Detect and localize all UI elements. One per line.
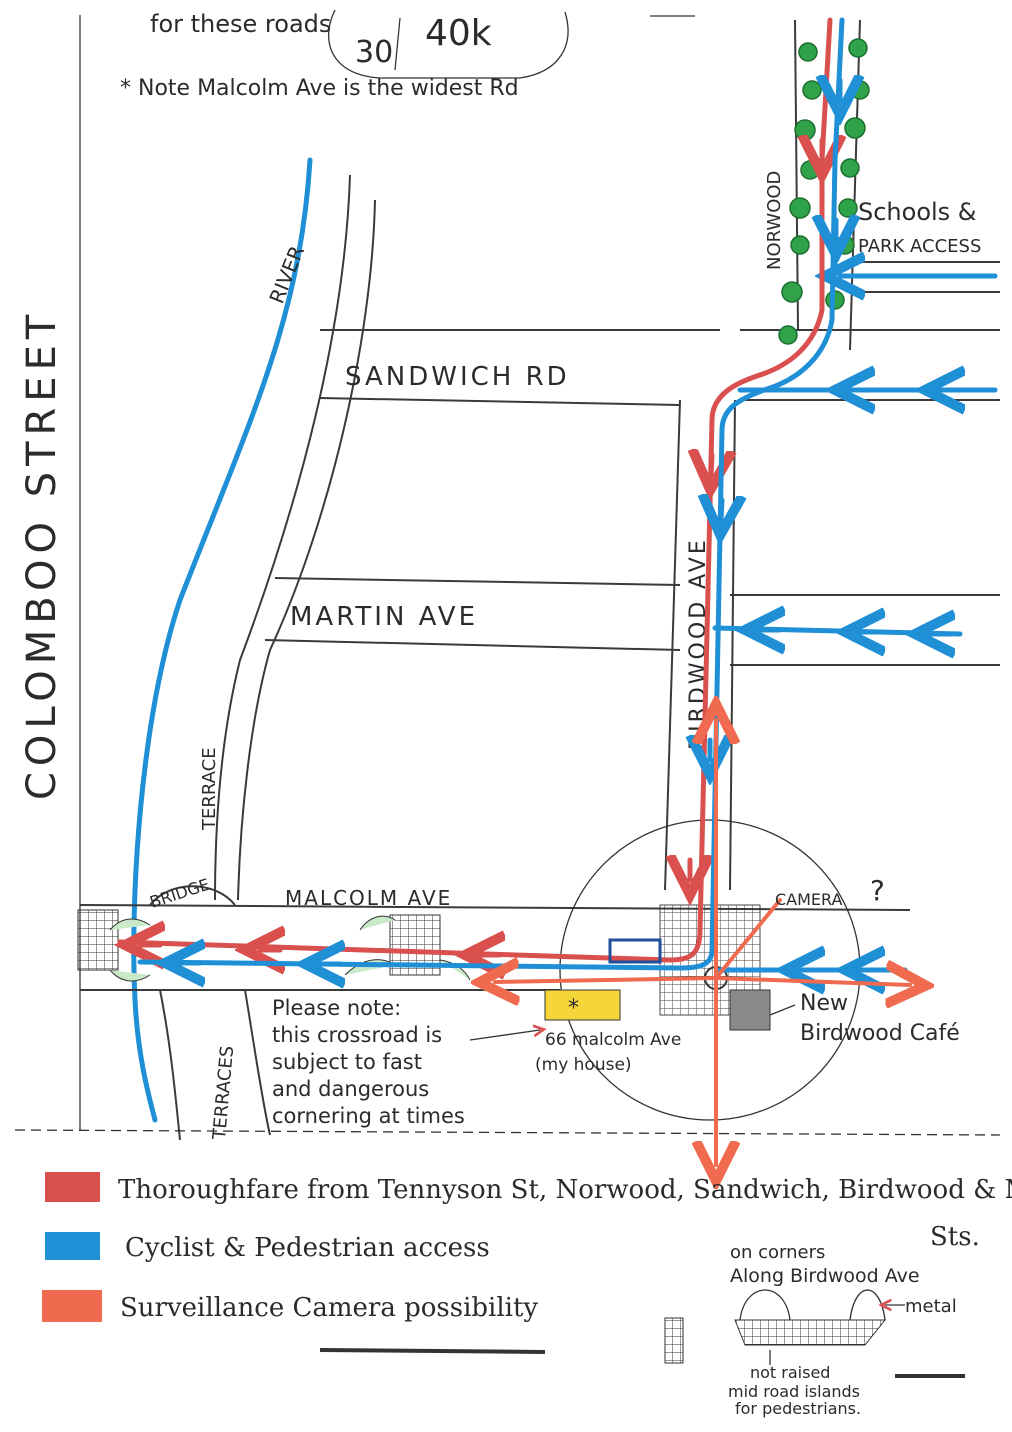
thoroughfare-route (117, 17, 833, 963)
sandwich-rd-label: SANDWICH RD (345, 362, 570, 392)
note-pointer (469, 1030, 540, 1041)
kerb-island (109, 969, 151, 982)
map-header: for these roads 30 40k * Note Malcolm Av… (79, 9, 695, 1130)
camera-question-mark: ? (870, 874, 885, 907)
tree-icon (800, 160, 820, 180)
blue-arrow (721, 500, 722, 520)
park-access-label: PARK ACCESS (858, 236, 981, 257)
river-line (131, 157, 313, 1123)
tree-icon (790, 235, 810, 255)
legend-thoroughfare-label: Thoroughfare from Tennyson St, Norwood, … (118, 1175, 1012, 1205)
legend-thoroughfare-label-cont: Sts. (930, 1222, 980, 1252)
tree-icon (794, 119, 816, 141)
legend-divider (14, 1129, 1001, 1136)
terrace-road-right-edge (237, 199, 376, 901)
legend-underline (319, 1348, 546, 1354)
tree-icon (825, 290, 845, 310)
note-line: and dangerous (272, 1077, 429, 1101)
speed-divider (394, 17, 401, 71)
cafe-label-line2: Birdwood Café (800, 1021, 960, 1046)
martin-east-route (712, 625, 963, 637)
note-line: Please note: (272, 996, 401, 1020)
camera-sightline-east (714, 978, 910, 985)
camera-sightline-west (495, 978, 718, 982)
martin-ave-bottom (264, 639, 681, 651)
legend-swatch-thoroughfare (45, 1172, 100, 1202)
inset-caption-line1: not raised (750, 1363, 830, 1382)
terrace-label: TERRACE (199, 747, 220, 831)
speed-note-prefix: for these roads (150, 10, 331, 38)
house-label-line2: (my house) (535, 1055, 632, 1075)
birdwood-west-edge (664, 399, 681, 891)
map-legend: Thoroughfare from Tennyson St, Norwood, … (42, 1172, 1012, 1354)
metal-hoop-right (849, 1289, 886, 1321)
red-arrow (711, 455, 712, 475)
inset-title-line1: on corners (730, 1242, 825, 1263)
island-platform (734, 1319, 887, 1346)
tree-icon (781, 281, 803, 303)
tree-icon (802, 80, 822, 100)
legend-camera-label: Surveillance Camera possibility (120, 1293, 538, 1323)
metal-hoop-left (739, 1289, 791, 1321)
cafe-pointer (769, 1004, 796, 1016)
terrace-road-left-edge (214, 174, 351, 901)
crossroad-warning-note: Please note: this crossroad is subject t… (272, 996, 465, 1128)
pedestrian-island (77, 909, 119, 971)
pedestrian-island-inset: on corners Along Birdwood Ave metal not … (664, 1242, 965, 1418)
kerb-post (664, 1317, 684, 1364)
note-line: this crossroad is (272, 1023, 442, 1047)
cyclist-pedestrian-route (137, 17, 845, 971)
inset-caption-line3: for pedestrians. (735, 1399, 861, 1418)
cafe-label-line1: New (800, 991, 848, 1016)
tree-icon (850, 80, 870, 100)
speed-limit-30: 30 (355, 35, 393, 70)
norwood-west-edge (794, 19, 799, 331)
inset-caption-line2: mid road islands (728, 1382, 860, 1401)
tree-icon (848, 38, 868, 58)
schools-label: Schools & (858, 198, 977, 226)
note-line: cornering at times (272, 1104, 465, 1128)
terraces-label: TERRACES (209, 1045, 238, 1141)
norwood-label: NORWOOD (764, 171, 785, 270)
inset-title-line2: Along Birdwood Ave (730, 1265, 920, 1287)
tree-icon (838, 198, 858, 218)
note-line: subject to fast (272, 1050, 422, 1074)
tree-icon (844, 117, 866, 139)
camera-label: CAMERA (775, 890, 843, 909)
speed-bubble (327, 9, 569, 79)
bridge-arch (149, 885, 236, 906)
legend-cyclist-label: Cyclist & Pedestrian access (125, 1233, 490, 1263)
inset-metal-label: metal (905, 1296, 957, 1317)
norwood-east-edge (849, 19, 861, 351)
kerb-island (359, 915, 396, 931)
legend-swatch-cyclist (45, 1232, 100, 1260)
tree-icon (778, 325, 798, 345)
malcolm-ave-label: MALCOLM AVE (285, 886, 452, 910)
house-label-line1: 66 malcolm Ave (545, 1030, 681, 1050)
martin-ave-top (274, 577, 681, 586)
malcolm-width-note: * Note Malcolm Ave is the widest Rd (120, 76, 519, 101)
tree-icon (798, 42, 818, 62)
martin-ave-label: MARTIN AVE (290, 602, 478, 632)
coil-barrier-icon (608, 938, 662, 964)
cafe-building (729, 989, 771, 1031)
colombo-street-label: COLOMBOO STREET (19, 309, 65, 800)
birdwood-east-edge (729, 399, 736, 891)
my-house-marker (544, 989, 621, 1021)
legend-swatch-camera (42, 1290, 102, 1322)
terraces-lower-right (244, 989, 271, 1136)
speed-limit-40: 40k (425, 13, 492, 54)
terraces-lower-left (159, 989, 181, 1141)
river-label: RIVER (264, 242, 309, 307)
tree-icon (840, 158, 860, 178)
camera-pointer (714, 898, 782, 980)
tree-icon (789, 197, 811, 219)
sandwich-rd-bottom (319, 397, 681, 406)
house-asterisk-icon: * (568, 996, 579, 1021)
tree-icon (835, 235, 855, 255)
